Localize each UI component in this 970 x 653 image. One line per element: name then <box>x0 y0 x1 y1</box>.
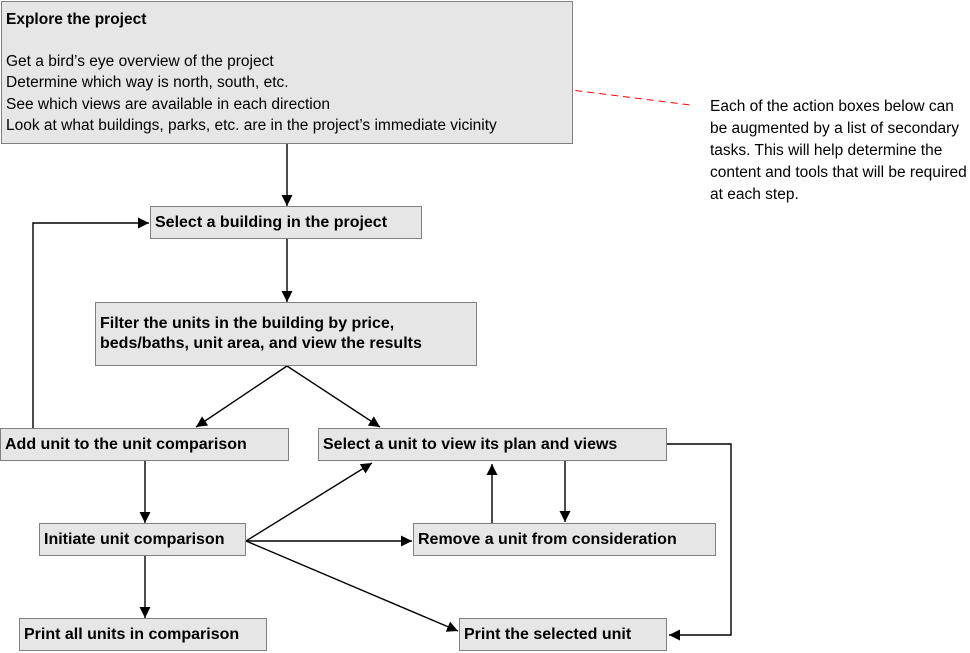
explore-item: Get a bird’s eye overview of the project <box>6 53 274 71</box>
step-add-to-comparison: Add unit to the unit comparison <box>0 428 289 461</box>
arrow-filter-to-add-comparison <box>195 365 288 428</box>
annotation-note: Each of the action boxes below can be au… <box>710 98 967 203</box>
explore-item: See which views are available in each di… <box>6 95 330 113</box>
arrow-filter-to-select-unit <box>286 365 381 428</box>
step-initiate-comparison: Initiate unit comparison <box>39 523 246 556</box>
step-print-selected: Print the selected unit <box>459 618 667 651</box>
arrow-initiate-to-print-selected <box>245 540 459 632</box>
arrow-add-comparison-loop-to-select-building <box>32 217 149 428</box>
step-filter-line-2: beds/baths, unit area, and view the resu… <box>100 335 422 352</box>
step-remove-unit: Remove a unit from consideration <box>413 523 716 556</box>
arrow-select-unit-to-print-selected <box>667 443 732 641</box>
explore-item: Look at what buildings, parks, etc. are … <box>6 116 497 134</box>
step-print-all: Print all units in comparison <box>19 618 267 651</box>
note-dashed-pointer <box>491 79 691 106</box>
explore-title: Explore the project <box>6 11 147 28</box>
explore-item: Determine which way is north, south, etc… <box>6 74 289 92</box>
step-filter-line-1: Filter the units in the building by pric… <box>100 315 395 332</box>
step-filter-units: Filter the units in the building by pric… <box>95 302 477 366</box>
step-select-unit: Select a unit to view its plan and views <box>318 428 667 461</box>
explore-project-box: Explore the project Get a bird’s eye ove… <box>1 1 573 144</box>
step-select-building: Select a building in the project <box>150 206 422 239</box>
arrow-initiate-to-select-unit <box>245 462 373 542</box>
